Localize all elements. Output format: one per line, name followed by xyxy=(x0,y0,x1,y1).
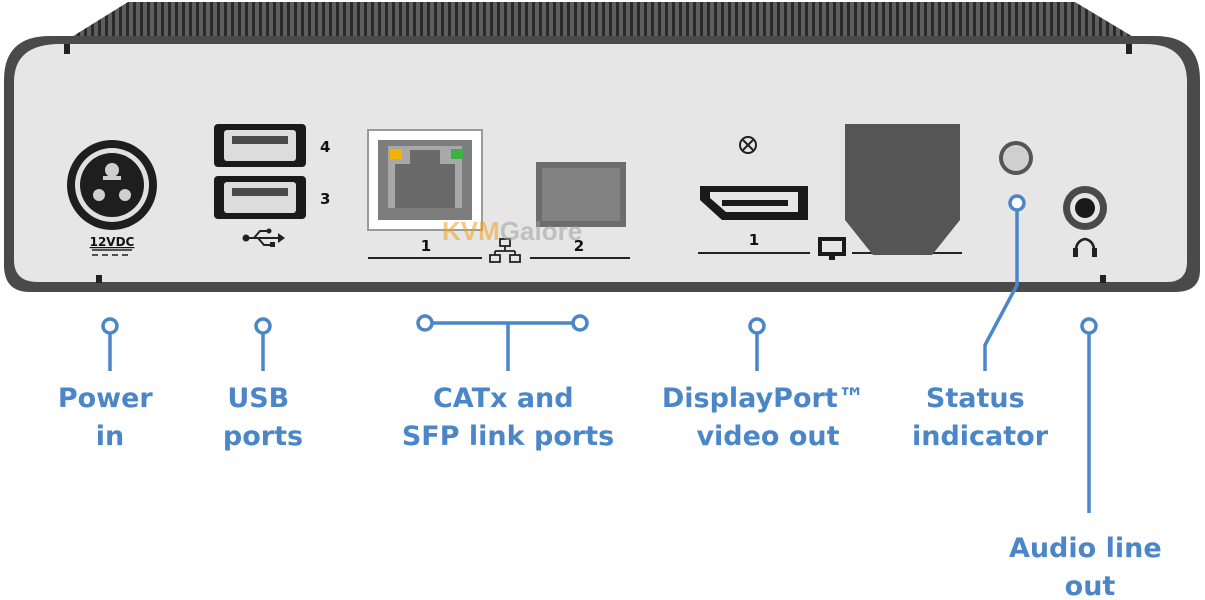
usb-port-4 xyxy=(214,124,306,167)
callout-link-ports-line1: CATx and xyxy=(433,383,574,414)
screw-icon xyxy=(739,136,757,154)
catx-port xyxy=(367,129,483,231)
callout-displayport-line1: DisplayPort™ xyxy=(662,383,865,414)
watermark-part1: KVM xyxy=(442,216,500,246)
link-led-green xyxy=(451,149,463,159)
sfp-port xyxy=(536,162,626,227)
callout-power-line1: Power xyxy=(58,383,154,414)
watermark: KVMGalore xyxy=(442,216,582,246)
callout-status-line2: indicator xyxy=(912,421,1049,452)
callout-power: Power in xyxy=(58,383,162,452)
callout-link-ports-line2: SFP link ports xyxy=(402,421,614,452)
heatsink-fins xyxy=(70,2,1135,38)
callout-audio-line2: out xyxy=(1065,571,1116,600)
callout-displayport: DisplayPort™ video out xyxy=(662,383,874,452)
catx-port-number: 1 xyxy=(421,237,431,255)
dc-symbol xyxy=(92,249,132,256)
displayport-connector xyxy=(700,186,808,220)
callout-usb: USB ports xyxy=(223,383,303,452)
audio-jack xyxy=(1063,186,1107,230)
sfp-port-number: 2 xyxy=(574,237,584,255)
power-label: 12VDC xyxy=(90,235,135,249)
status-led xyxy=(999,141,1033,175)
usb-icon xyxy=(242,228,285,247)
callout-displayport-line2: video out xyxy=(696,421,839,452)
callout-usb-line2: ports xyxy=(223,421,303,452)
callout-audio: Audio line out xyxy=(1009,533,1171,600)
callout-leaders xyxy=(101,194,1098,513)
callout-link-ports: CATx and SFP link ports xyxy=(402,383,614,452)
blank-cover-plate xyxy=(845,124,960,255)
usb-port-3 xyxy=(214,176,306,219)
headphones-icon xyxy=(1073,237,1097,258)
watermark-part2: Galore xyxy=(500,216,582,246)
callout-status: Status indicator xyxy=(912,383,1049,452)
callout-status-line1: Status xyxy=(926,383,1025,414)
power-connector xyxy=(67,140,157,230)
link-led-yellow xyxy=(390,149,402,159)
monitor-icon xyxy=(818,237,846,260)
callout-audio-line1: Audio line xyxy=(1009,533,1162,564)
callout-usb-line1: USB xyxy=(227,383,289,414)
usb-port-4-number: 4 xyxy=(320,138,330,156)
usb-port-3-number: 3 xyxy=(320,190,330,208)
network-icon xyxy=(489,238,521,263)
callout-power-line2: in xyxy=(96,421,124,452)
displayport-number: 1 xyxy=(749,231,759,249)
